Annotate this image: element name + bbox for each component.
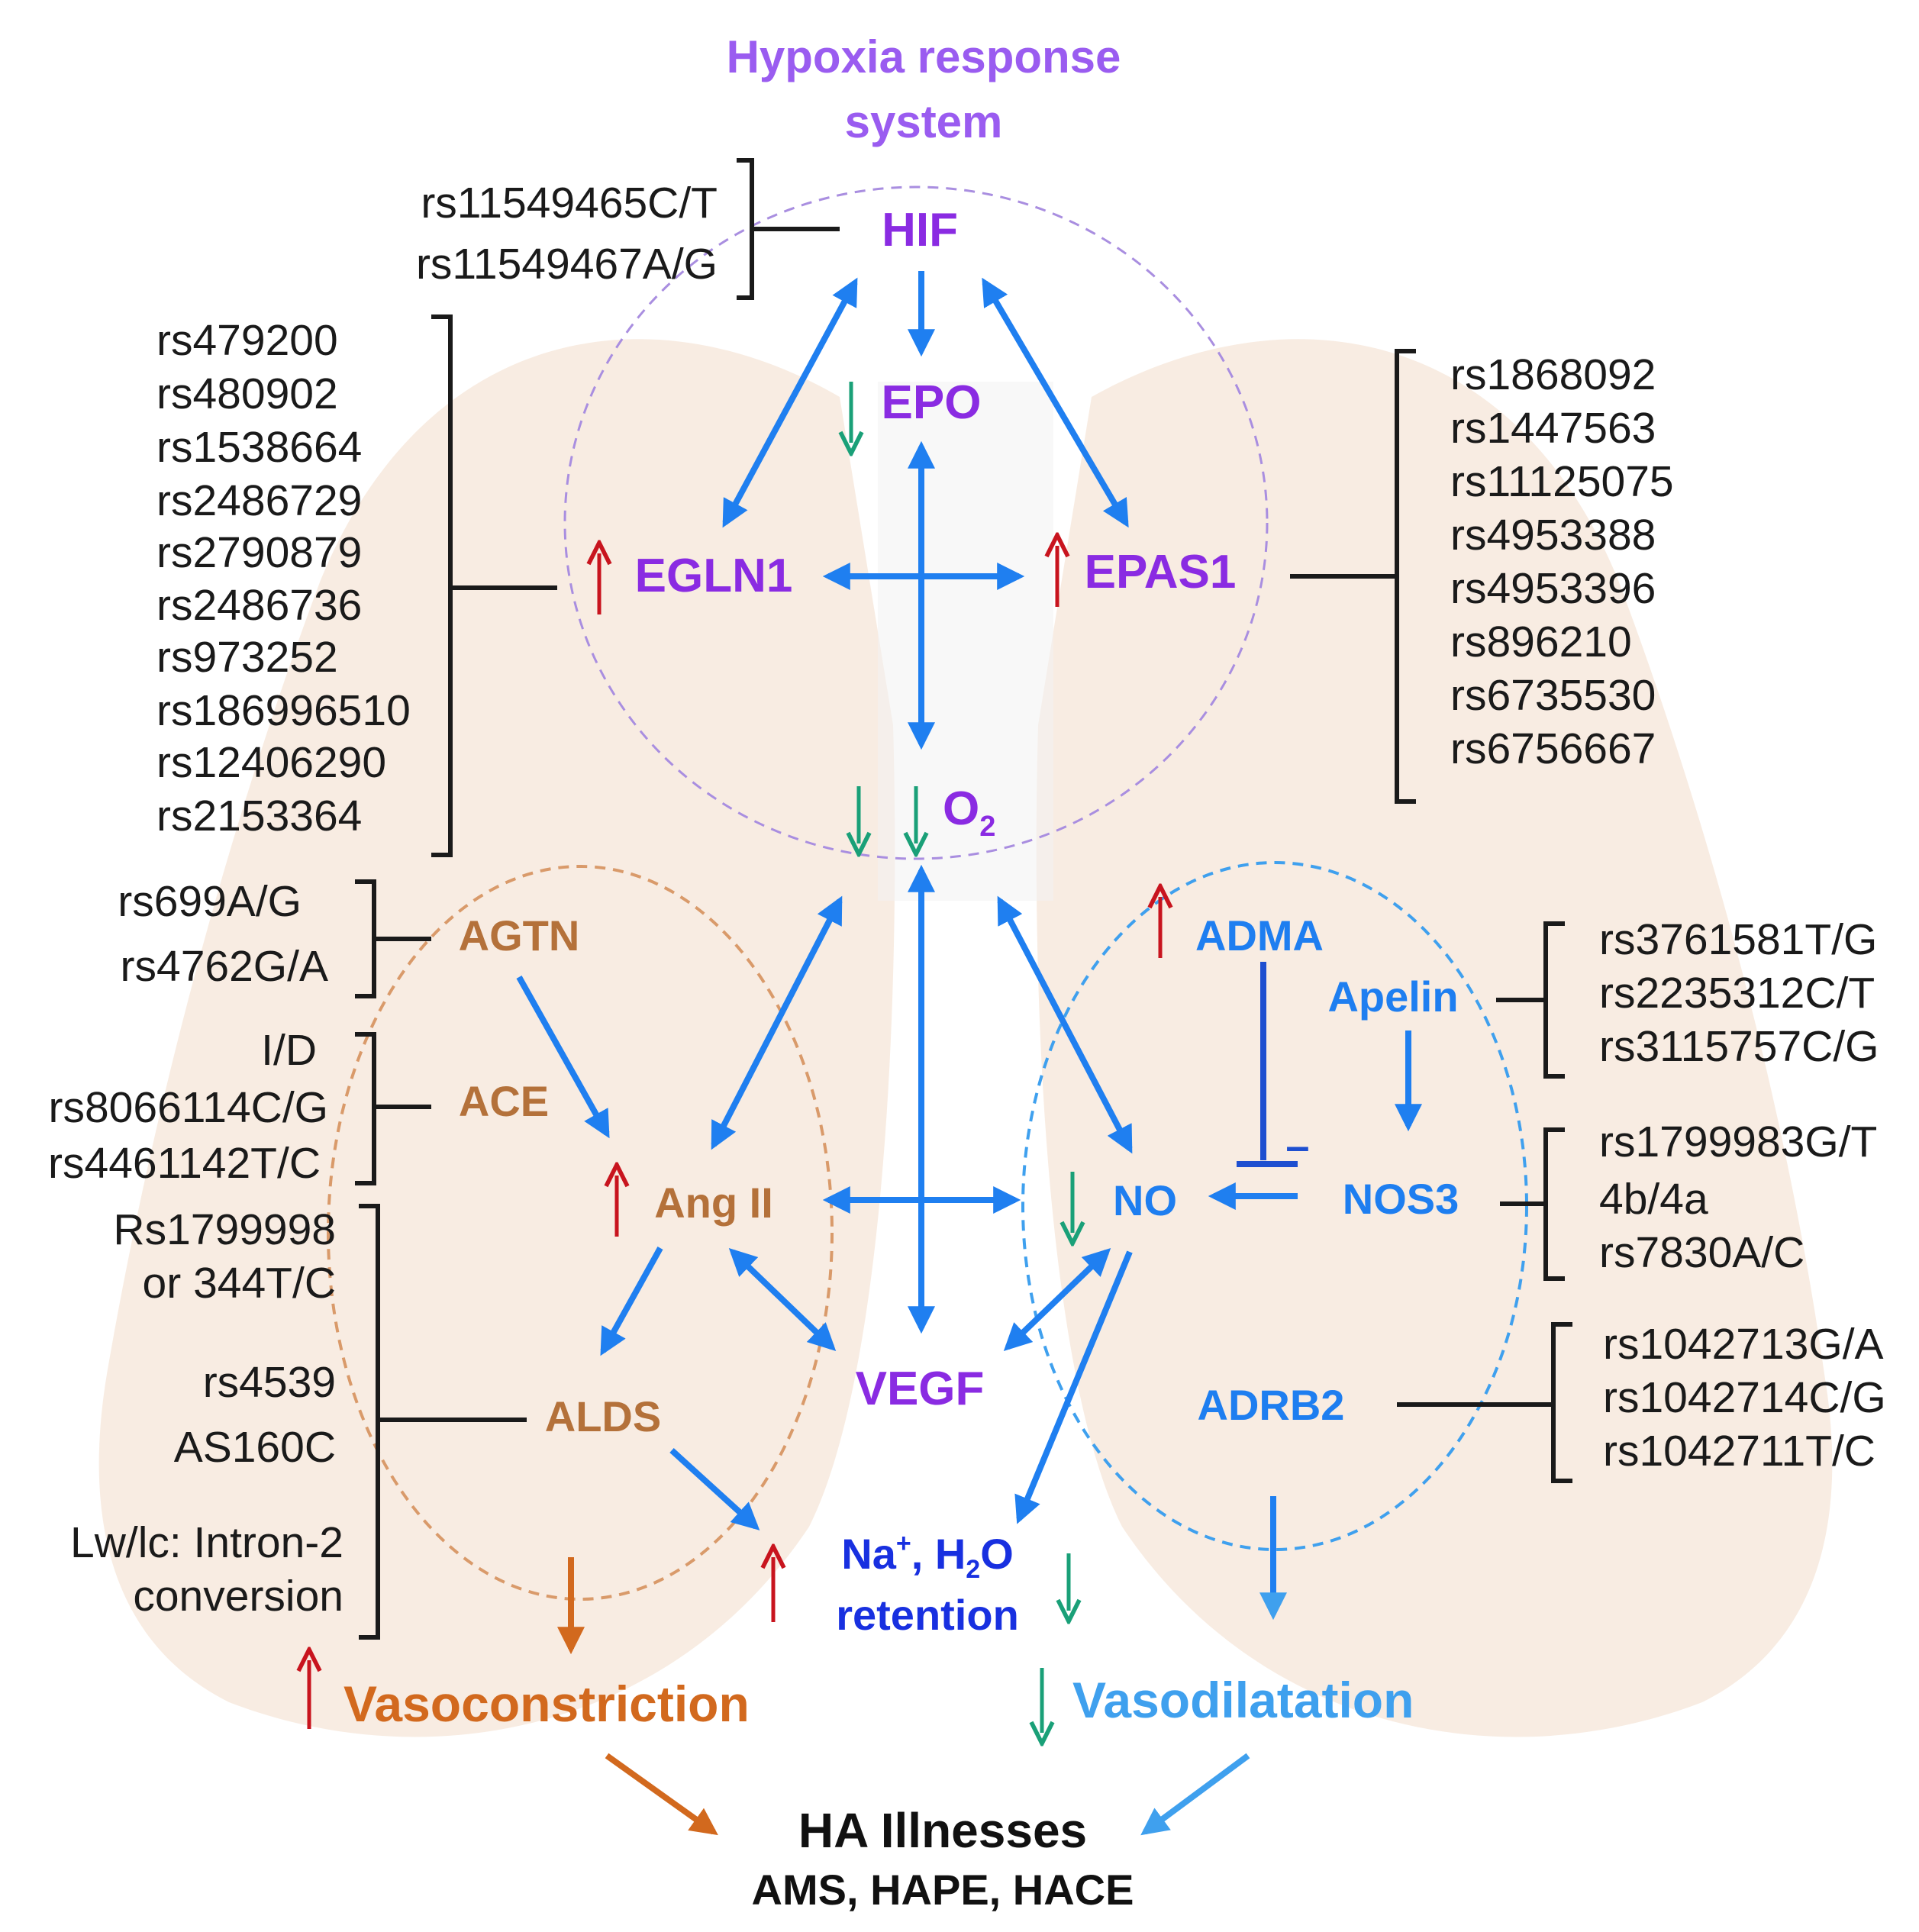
- diagram-title-line1: Hypoxia response: [727, 31, 1121, 82]
- snp-epas1-1: rs1447563: [1450, 404, 1656, 453]
- snp-egln1-3: rs2486729: [156, 476, 362, 525]
- node-ace: ACE: [459, 1077, 549, 1125]
- snp-nos3-1: 4b/4a: [1599, 1175, 1708, 1224]
- snp-nos3-0: rs1799983G/T: [1599, 1118, 1877, 1166]
- snp-alds-4: Lw/lc: Intron-2: [70, 1518, 343, 1567]
- agtn-snp-list: rs699A/G rs4762G/A: [118, 877, 431, 998]
- interaction-arrows: [516, 271, 1422, 1836]
- snp-egln1-0: rs479200: [156, 316, 338, 365]
- snp-alds-2: rs4539: [203, 1358, 336, 1407]
- snp-apelin-0: rs3761581T/G: [1599, 915, 1877, 964]
- snp-egln1-1: rs480902: [156, 369, 338, 418]
- hypoxia-system-circle: [563, 185, 1269, 860]
- node-adma: ADMA: [1195, 911, 1324, 960]
- snp-apelin-1: rs2235312C/T: [1599, 969, 1875, 1018]
- snp-adrb2-0: rs1042713G/A: [1603, 1320, 1884, 1369]
- adrb2-snp-list: rs1042713G/A rs1042714C/G rs1042711T/C: [1397, 1320, 1886, 1483]
- outcome-vasoconstriction: Vasoconstriction: [343, 1676, 750, 1732]
- snp-nos3-2: rs7830A/C: [1599, 1228, 1805, 1277]
- node-no: NO: [1113, 1176, 1177, 1224]
- snp-alds-1: or 344T/C: [143, 1259, 336, 1308]
- egln1-snp-list: rs479200 rs480902 rs1538664 rs2486729 rs…: [156, 314, 557, 857]
- hif-snp-list: rs11549465C/T rs11549467A/G: [416, 158, 840, 300]
- snp-ace-2: rs4461142T/C: [48, 1139, 321, 1188]
- snp-epas1-5: rs896210: [1450, 618, 1632, 666]
- node-agtn: AGTN: [459, 911, 580, 960]
- inhibition-minus-sign: –: [1285, 1121, 1309, 1169]
- snp-hif-0: rs11549465C/T: [421, 179, 718, 227]
- diagram-title-line2: system: [845, 96, 1003, 147]
- node-epas1: EPAS1: [1085, 546, 1237, 598]
- snp-egln1-2: rs1538664: [156, 423, 362, 472]
- snp-egln1-9: rs2153364: [156, 792, 362, 840]
- snp-epas1-2: rs11125075: [1450, 457, 1674, 506]
- snp-alds-0: Rs1799998: [113, 1205, 336, 1254]
- node-adrb2: ADRB2: [1198, 1381, 1345, 1429]
- snp-adrb2-1: rs1042714C/G: [1603, 1373, 1886, 1422]
- snp-alds-3: AS160C: [174, 1423, 336, 1472]
- node-egln1: EGLN1: [635, 550, 793, 602]
- node-o2: O2: [943, 782, 995, 843]
- snp-hif-1: rs11549467A/G: [416, 240, 718, 289]
- snp-egln1-7: rs186996510: [156, 686, 411, 735]
- snp-alds-5: conversion: [133, 1572, 343, 1621]
- node-na-h2o: Na+, H2O: [841, 1529, 1014, 1584]
- snp-epas1-4: rs4953396: [1450, 564, 1656, 613]
- snp-apelin-2: rs3115757C/G: [1599, 1022, 1879, 1071]
- snp-epas1-7: rs6756667: [1450, 724, 1656, 773]
- snp-ace-1: rs8066114C/G: [49, 1083, 329, 1132]
- snp-egln1-8: rs12406290: [156, 738, 386, 787]
- node-alds: ALDS: [545, 1392, 661, 1440]
- alds-snp-list: Rs1799998 or 344T/C rs4539 AS160C Lw/lc:…: [70, 1204, 527, 1640]
- snp-egln1-4: rs2790879: [156, 528, 362, 577]
- illness-title: HA Illnesses: [798, 1803, 1087, 1858]
- ras-system-oval: [327, 865, 834, 1601]
- ace-snp-list: I/D rs8066114C/G rs4461142T/C: [48, 1026, 431, 1188]
- node-angii: Ang II: [654, 1179, 773, 1227]
- snp-agtn-1: rs4762G/A: [121, 942, 328, 991]
- snp-ace-0: I/D: [261, 1026, 317, 1075]
- snp-epas1-3: rs4953388: [1450, 511, 1656, 560]
- snp-epas1-6: rs6735530: [1450, 671, 1656, 720]
- node-apelin: Apelin: [1327, 972, 1458, 1021]
- node-vegf: VEGF: [856, 1363, 985, 1415]
- snp-egln1-6: rs973252: [156, 633, 338, 682]
- illness-list: AMS, HAPE, HACE: [752, 1866, 1134, 1914]
- lung-background: [98, 339, 1833, 1737]
- epas1-snp-list: rs1868092 rs1447563 rs11125075 rs4953388…: [1290, 349, 1674, 804]
- node-nos3: NOS3: [1343, 1175, 1459, 1223]
- nos3-snp-list: rs1799983G/T 4b/4a rs7830A/C: [1500, 1118, 1877, 1281]
- outcome-vasodilatation: Vasodilatation: [1072, 1672, 1414, 1728]
- node-epo: EPO: [882, 376, 982, 429]
- node-retention: retention: [836, 1591, 1019, 1639]
- apelin-snp-list: rs3761581T/G rs2235312C/T rs3115757C/G: [1496, 915, 1879, 1079]
- snp-agtn-0: rs699A/G: [118, 877, 302, 926]
- snp-egln1-5: rs2486736: [156, 581, 362, 630]
- increase-decrease-markers: [309, 382, 1160, 1733]
- snp-epas1-0: rs1868092: [1450, 350, 1656, 399]
- snp-adrb2-2: rs1042711T/C: [1603, 1427, 1875, 1476]
- node-hif: HIF: [882, 204, 958, 256]
